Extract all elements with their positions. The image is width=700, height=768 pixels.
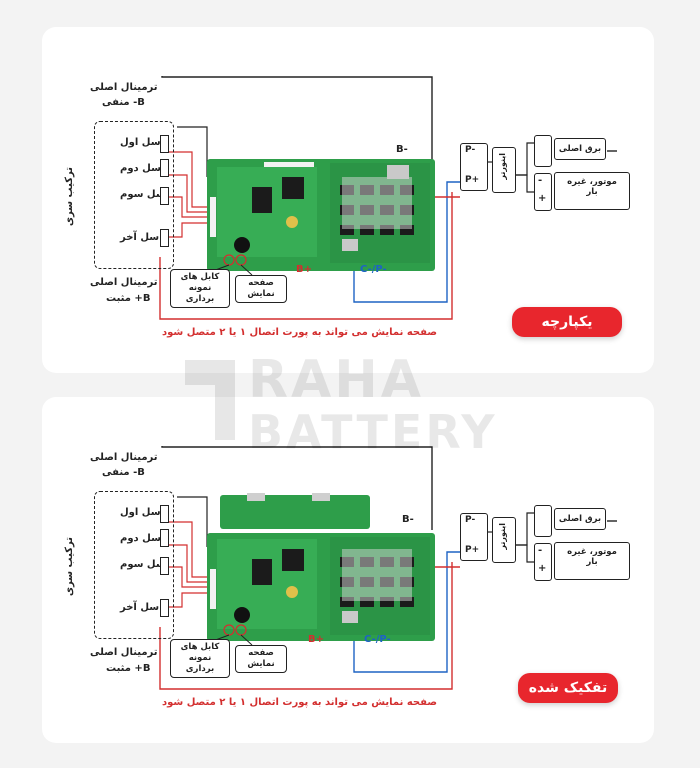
load-plus: + xyxy=(538,563,547,574)
cell-resistor-icon xyxy=(160,599,169,617)
inverter-label: اینورتر xyxy=(498,523,507,550)
separated-badge: تفکیک شده xyxy=(518,673,618,703)
diagram-panel-separated: ترمینال اصلی B- منفی ترکیب سری سل اول سل… xyxy=(42,397,654,743)
inverter-box xyxy=(492,517,516,563)
cell-resistor-icon xyxy=(160,505,169,523)
cell-resistor-icon xyxy=(160,159,169,177)
b-plus-label: B+ xyxy=(296,264,313,275)
inverter-box xyxy=(492,147,516,193)
mains-plug-icon xyxy=(534,135,552,167)
integrated-badge: یکپارچه xyxy=(512,307,622,337)
pos-terminal-label: ترمینال اصلی xyxy=(90,277,158,288)
cell-resistor-icon xyxy=(160,229,169,247)
wiring-diagram xyxy=(159,76,617,320)
sampling-cable-callout: کابل های نمونه برداری xyxy=(170,639,230,678)
cell-label: سل آخر xyxy=(120,602,160,613)
pos-terminal-sub: B+ مثبت xyxy=(106,293,151,304)
load-plus: + xyxy=(538,193,547,204)
cell-label: سل آخر xyxy=(120,232,160,243)
b-minus-label: B- xyxy=(396,144,408,155)
load-line1: موتور، غیره xyxy=(567,177,617,187)
load-minus: - xyxy=(538,175,543,186)
neg-terminal-sub: B- منفی xyxy=(102,467,145,478)
cell-label: سل اول xyxy=(120,137,161,148)
cell-resistor-icon xyxy=(160,529,169,547)
load-line1: موتور، غیره xyxy=(567,547,617,557)
load-terminal-icon xyxy=(534,543,552,581)
load-box: موتور، غیره بار xyxy=(554,172,630,210)
load-box: موتور، غیره بار xyxy=(554,542,630,580)
b-plus-label: B+ xyxy=(308,634,325,645)
cell-resistor-icon xyxy=(160,557,169,575)
cell-label: سل اول xyxy=(120,507,161,518)
cp-minus-label: C-/P- xyxy=(360,264,387,275)
load-minus: - xyxy=(538,545,543,556)
cell-group xyxy=(94,491,174,639)
diagram-panel-integrated: ترمینال اصلی B- منفی ترکیب سری سل اول سل… xyxy=(42,27,654,373)
load-line2: بار xyxy=(586,187,598,197)
series-label: ترکیب سری xyxy=(64,537,75,597)
mains-label: برق اصلی xyxy=(554,508,606,530)
load-terminal-icon xyxy=(534,173,552,211)
neg-terminal-label: ترمینال اصلی xyxy=(90,452,158,463)
neg-terminal-label: ترمینال اصلی xyxy=(90,82,158,93)
watermark-logo-icon xyxy=(185,360,235,440)
port-p-minus: P- xyxy=(465,515,476,525)
cell-resistor-icon xyxy=(160,135,169,153)
cell-label: سل سوم xyxy=(120,559,166,570)
port-p-plus: P+ xyxy=(465,545,480,555)
watermark-raha: RAHA xyxy=(248,350,425,410)
inverter-label: اینورتر xyxy=(498,153,507,180)
port-box xyxy=(460,513,488,561)
cell-label: سل سوم xyxy=(120,189,166,200)
watermark-battery: BATTERY xyxy=(248,405,498,459)
series-label: ترکیب سری xyxy=(64,167,75,227)
cp-minus-label: C-/P- xyxy=(364,634,391,645)
cell-label: سل دوم xyxy=(120,533,161,544)
cell-label: سل دوم xyxy=(120,163,161,174)
display-callout: صفحه نمایش xyxy=(235,645,287,673)
neg-terminal-sub: B- منفی xyxy=(102,97,145,108)
mains-plug-icon xyxy=(534,505,552,537)
port-box xyxy=(460,143,488,191)
display-callout: صفحه نمایش xyxy=(235,275,287,303)
port-p-minus: P- xyxy=(465,145,476,155)
pos-terminal-sub: B+ مثبت xyxy=(106,663,151,674)
cell-group xyxy=(94,121,174,269)
pos-terminal-label: ترمینال اصلی xyxy=(90,647,158,658)
display-port-note: صفحه نمایش می تواند به پورت اتصال ۱ یا ۲… xyxy=(162,697,437,708)
mains-label: برق اصلی xyxy=(554,138,606,160)
wiring-diagram xyxy=(159,446,617,690)
sampling-cable-callout: کابل های نمونه برداری xyxy=(170,269,230,308)
load-line2: بار xyxy=(586,557,598,567)
port-p-plus: P+ xyxy=(465,175,480,185)
display-port-note: صفحه نمایش می تواند به پورت اتصال ۱ یا ۲… xyxy=(162,327,437,338)
b-minus-label: B- xyxy=(402,514,414,525)
cell-resistor-icon xyxy=(160,187,169,205)
